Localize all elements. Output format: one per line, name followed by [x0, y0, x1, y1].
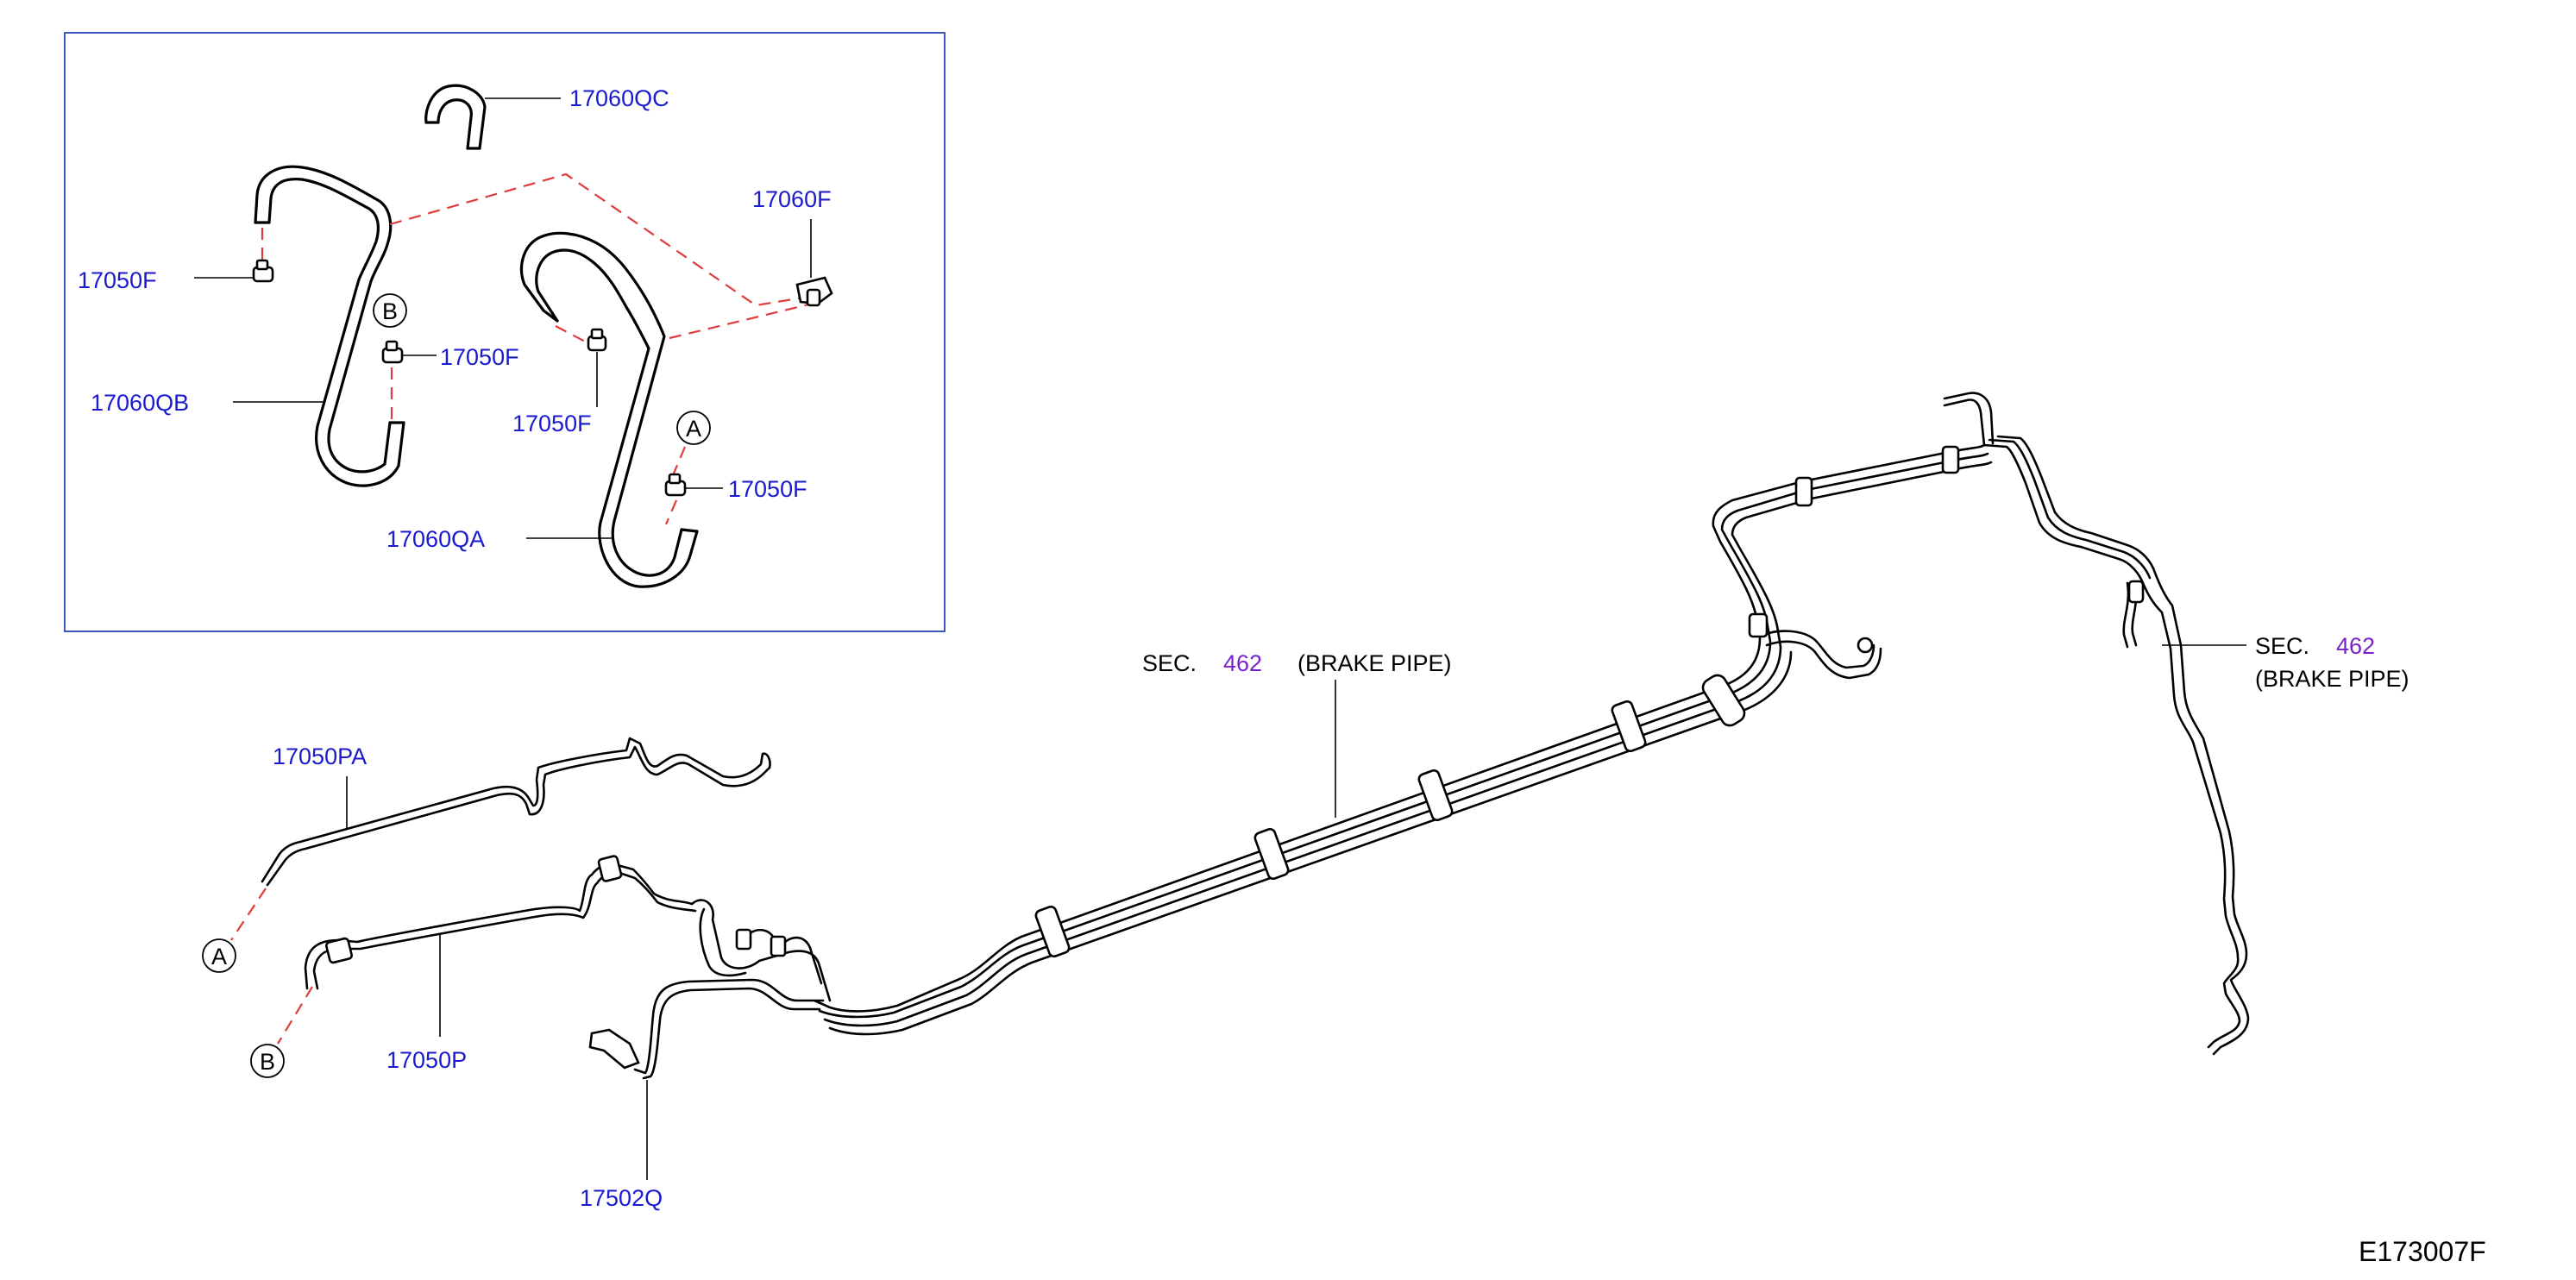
- callout-b-bottom: B: [250, 1044, 285, 1078]
- callout-a-inset: A: [676, 411, 711, 445]
- svg-text:SEC.: SEC.: [1142, 650, 1197, 676]
- svg-text:(BRAKE PIPE): (BRAKE PIPE): [1297, 650, 1452, 676]
- drawing-code: E173007F: [2359, 1236, 2486, 1267]
- label-17060QB: 17060QB: [91, 390, 189, 416]
- inset-frame: [64, 32, 946, 632]
- label-17050F-2: 17050F: [440, 344, 519, 370]
- hose-17060QC: [424, 84, 487, 150]
- brake-pipe-bundle: [813, 392, 2250, 1056]
- clip-17050F-qb-mid: [381, 340, 404, 364]
- section-ref-right: SEC. 462 (BRAKE PIPE): [2255, 633, 2410, 692]
- clip-17050F-qa-right: [664, 473, 687, 497]
- label-17050PA: 17050PA: [273, 744, 367, 769]
- svg-text:SEC.: SEC.: [2255, 633, 2309, 659]
- hose-17060QA: [519, 231, 699, 588]
- clip-17060F: [795, 276, 833, 307]
- svg-text:(BRAKE PIPE): (BRAKE PIPE): [2255, 666, 2410, 692]
- label-17050F-4: 17050F: [728, 476, 807, 502]
- dashed-link-clip-qa-left: [555, 325, 593, 346]
- svg-text:462: 462: [1223, 650, 1262, 676]
- svg-text:A: A: [686, 416, 701, 442]
- label-17050F-3: 17050F: [512, 411, 592, 436]
- tube-17050PA: [261, 737, 771, 887]
- label-17060QA: 17060QA: [386, 526, 485, 552]
- tube-17502Q: [588, 978, 825, 1080]
- section-ref-center: SEC. 462 (BRAKE PIPE): [1142, 650, 1452, 676]
- label-17502Q: 17502Q: [580, 1185, 663, 1211]
- label-17060QC: 17060QC: [569, 85, 669, 111]
- clip-17050F-qb-top: [252, 259, 274, 283]
- callout-b-inset: B: [373, 293, 407, 328]
- tube-17050P: [304, 855, 697, 990]
- clip-17050F-qa-left: [587, 328, 607, 352]
- dashed-link-17050P-b: [277, 986, 313, 1045]
- connector-cluster: [690, 899, 832, 1002]
- callout-a-bottom: A: [202, 938, 236, 973]
- svg-text:B: B: [260, 1049, 275, 1075]
- label-17050P: 17050P: [386, 1047, 467, 1073]
- svg-text:462: 462: [2336, 633, 2375, 659]
- dashed-link-17050PA-a: [230, 888, 267, 941]
- svg-text:B: B: [382, 298, 398, 324]
- label-17060F: 17060F: [752, 186, 832, 212]
- dashed-link-qb-to-f: [389, 173, 820, 307]
- dashed-link-qa-to-f: [669, 300, 820, 340]
- hose-17060QB: [254, 165, 405, 487]
- label-17050F-1: 17050F: [78, 267, 157, 293]
- svg-text:A: A: [211, 944, 227, 969]
